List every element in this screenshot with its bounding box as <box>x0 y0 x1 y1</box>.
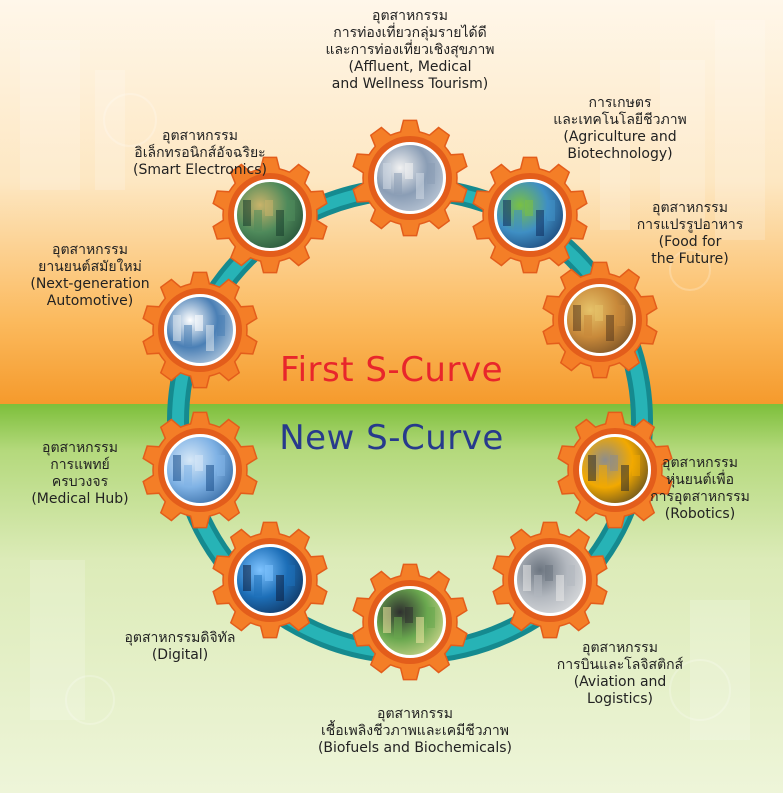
label-agriculture: การเกษตรและเทคโนโลยีชีวภาพ(Agriculture a… <box>520 95 720 163</box>
label-tourism-line: and Wellness Tourism) <box>331 76 489 92</box>
label-tourism: อุตสาหกรรมการท่องเที่ยวกลุ่มรายได้ดีและก… <box>280 8 540 93</box>
circuit-board-photo-icon-detail <box>243 200 295 236</box>
label-robotics-line: (Robotics) <box>664 506 736 522</box>
label-aviation-line: (Aviation and <box>573 674 667 690</box>
digital-hand-photo-icon <box>234 544 306 616</box>
label-medical-line: อุตสาหกรรม <box>42 440 118 456</box>
gear-tourism <box>350 118 470 238</box>
digital-hand-photo-icon-detail <box>243 565 295 601</box>
label-tourism-line: การท่องเที่ยวกลุ่มรายได้ดี <box>333 25 487 41</box>
label-robotics: อุตสาหกรรมหุ่นยนต์เพื่อการอุตสาหกรรม(Rob… <box>620 455 780 523</box>
label-electronics-line: อุตสาหกรรม <box>162 128 238 144</box>
gear-aviation <box>490 520 610 640</box>
new-s-curve-title: New S-Curve <box>279 418 504 458</box>
food-jars-photo-icon <box>564 284 636 356</box>
robot-arm-photo-icon-detail <box>588 455 640 491</box>
label-digital-line: อุตสาหกรรมดิจิทัล <box>124 630 236 646</box>
label-agriculture-line: Biotechnology) <box>567 146 673 162</box>
gear-biofuels <box>350 562 470 682</box>
medical-photo-icon <box>164 434 236 506</box>
label-medical-line: ครบวงจร <box>51 474 109 490</box>
label-agriculture-line: การเกษตร <box>588 95 652 111</box>
label-agriculture-line: (Agriculture and <box>563 129 677 145</box>
first-s-curve-title: First S-Curve <box>279 350 504 390</box>
fuel-nozzle-photo-icon <box>374 586 446 658</box>
gear-digital <box>210 520 330 640</box>
label-automotive: อุตสาหกรรมยานยนต์สมัยใหม่(Next-generatio… <box>0 242 180 310</box>
label-tourism-line: และการท่องเที่ยวเชิงสุขภาพ <box>325 42 495 58</box>
airport-photo-icon-detail <box>523 565 575 601</box>
robot-arm-photo-icon <box>579 434 651 506</box>
label-electronics: อุตสาหกรรมอิเล็กทรอนิกส์อัจฉริยะ(Smart E… <box>90 128 310 179</box>
label-aviation-line: การบินและโลจิสติกส์ <box>556 657 684 673</box>
label-agriculture-line: และเทคโนโลยีชีวภาพ <box>553 112 687 128</box>
gear-food <box>540 260 660 380</box>
biotech-photo-icon <box>494 179 566 251</box>
label-digital-line: (Digital) <box>151 647 209 663</box>
airport-photo-icon <box>514 544 586 616</box>
label-electronics-line: อิเล็กทรอนิกส์อัจฉริยะ <box>134 145 266 161</box>
label-food-line: (Food for <box>658 234 722 250</box>
tourism-photo-icon-detail <box>383 163 435 199</box>
food-jars-photo-icon-detail <box>573 305 625 341</box>
label-digital: อุตสาหกรรมดิจิทัล(Digital) <box>100 630 260 664</box>
label-biofuels-line: (Biofuels and Biochemicals) <box>317 740 513 756</box>
label-medical-line: (Medical Hub) <box>31 491 129 507</box>
label-food-line: the Future) <box>651 251 729 267</box>
gear-electronics <box>210 155 330 275</box>
label-robotics-line: การอุตสาหกรรม <box>650 489 750 505</box>
label-tourism-line: อุตสาหกรรม <box>372 8 448 24</box>
label-automotive-line: อุตสาหกรรม <box>52 242 128 258</box>
label-tourism-line: (Affluent, Medical <box>348 59 472 75</box>
medical-photo-icon-detail <box>173 455 225 491</box>
label-automotive-line: ยานยนต์สมัยใหม่ <box>38 259 142 275</box>
gear-robotics <box>555 410 675 530</box>
label-electronics-line: (Smart Electronics) <box>132 162 268 178</box>
label-aviation: อุตสาหกรรมการบินและโลจิสติกส์(Aviation a… <box>520 640 720 708</box>
circuit-board-photo-icon <box>234 179 306 251</box>
label-biofuels-line: เชื้อเพลิงชีวภาพและเคมีชีวภาพ <box>321 723 509 739</box>
gear-automotive <box>140 270 260 390</box>
biotech-photo-icon-detail <box>503 200 555 236</box>
label-food-line: การแปรรูปอาหาร <box>636 217 744 233</box>
label-automotive-line: (Next-generation <box>30 276 150 292</box>
label-medical-line: การแพทย์ <box>50 457 110 473</box>
label-automotive-line: Automotive) <box>46 293 134 309</box>
car-photo-icon <box>164 294 236 366</box>
car-photo-icon-detail <box>173 315 225 351</box>
label-robotics-line: หุ่นยนต์เพื่อ <box>665 472 735 488</box>
label-aviation-line: Logistics) <box>586 691 654 707</box>
fuel-nozzle-photo-icon-detail <box>383 607 435 643</box>
tourism-photo-icon <box>374 142 446 214</box>
label-biofuels-line: อุตสาหกรรม <box>377 706 453 722</box>
label-medical: อุตสาหกรรมการแพทย์ครบวงจร(Medical Hub) <box>0 440 160 508</box>
label-aviation-line: อุตสาหกรรม <box>582 640 658 656</box>
label-food-line: อุตสาหกรรม <box>652 200 728 216</box>
gear-agriculture <box>470 155 590 275</box>
gear-medical <box>140 410 260 530</box>
label-robotics-line: อุตสาหกรรม <box>662 455 738 471</box>
label-biofuels: อุตสาหกรรมเชื้อเพลิงชีวภาพและเคมีชีวภาพ(… <box>290 706 540 757</box>
